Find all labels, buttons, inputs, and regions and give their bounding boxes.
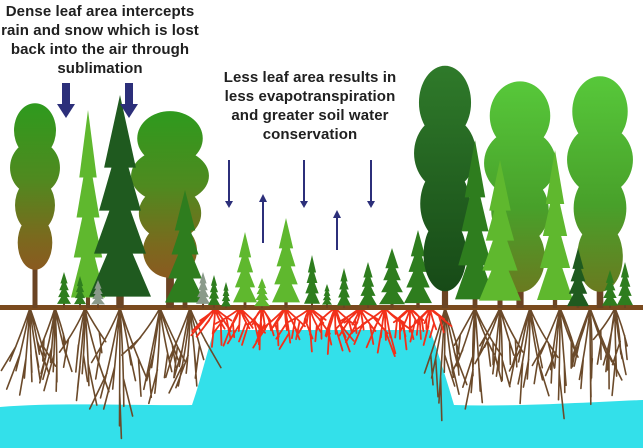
root-system-icon — [508, 307, 559, 405]
forest-trees — [10, 65, 633, 308]
down-arrow-icon — [120, 83, 138, 118]
conifer-tree-icon — [337, 268, 351, 306]
root-systems — [0, 307, 628, 440]
conifer-tree-icon — [322, 284, 332, 305]
conifer-tree-icon — [208, 275, 220, 305]
conifer-tree-icon — [91, 280, 105, 305]
root-system-icon — [252, 307, 306, 350]
conifer-tree-icon — [567, 248, 589, 307]
broadleaf-tree-icon — [567, 76, 633, 292]
conifer-tree-icon — [537, 150, 573, 300]
ground-surface-line — [0, 305, 643, 310]
caption-line: less evapotranspiration — [224, 88, 396, 105]
conifer-tree-icon — [359, 262, 377, 306]
conifer-tree-icon — [71, 110, 105, 298]
conifer-tree-icon — [479, 160, 521, 301]
conifer-tree-icon — [57, 272, 71, 304]
conifer-tree-icon — [221, 282, 231, 307]
down-arrow-icon — [225, 160, 233, 208]
root-system-icon — [409, 307, 453, 346]
conifer-tree-icon — [455, 140, 495, 300]
caption-line: Dense leaf area intercepts — [5, 3, 195, 20]
down-arrow-icon — [300, 160, 308, 208]
broadleaf-tree-icon — [414, 65, 476, 292]
dense-forest-caption: Dense leaf area intercepts rain and snow… — [0, 2, 200, 78]
conifer-tree-icon — [404, 230, 432, 304]
root-system-icon — [0, 307, 57, 396]
root-system-icon — [392, 307, 425, 351]
thinned-forest-roots — [190, 307, 453, 357]
root-system-icon — [190, 307, 233, 348]
conifer-tree-icon — [254, 278, 270, 307]
conifer-tree-icon — [379, 248, 405, 305]
broadleaf-tree-icon — [10, 103, 60, 270]
root-system-icon — [531, 307, 579, 420]
root-system-icon — [451, 307, 503, 410]
root-system-icon — [88, 307, 148, 440]
caption-line: rain and snow which is lost — [1, 22, 199, 39]
root-system-icon — [286, 307, 331, 353]
down-arrow-icon — [57, 83, 75, 118]
root-system-icon — [570, 307, 623, 406]
root-system-icon — [38, 307, 73, 392]
root-system-icon — [474, 307, 524, 388]
conifer-tree-icon — [617, 262, 633, 306]
root-system-icon — [592, 307, 628, 397]
thinned-forest-caption: Less leaf area results in less evapotran… — [200, 68, 420, 144]
caption-line: sublimation — [57, 60, 143, 77]
conifer-tree-icon — [196, 272, 210, 304]
root-system-icon — [165, 307, 222, 394]
caption-line: and greater soil water — [231, 107, 389, 124]
conifer-tree-icon — [304, 255, 320, 304]
conifer-tree-icon — [165, 190, 205, 303]
root-system-icon — [351, 307, 412, 357]
soil-water-area — [0, 330, 643, 448]
caption-line: back into the air through — [10, 41, 190, 58]
conifer-tree-icon — [89, 95, 151, 297]
up-arrow-icon — [333, 210, 341, 250]
up-arrow-icon — [259, 194, 267, 243]
root-system-icon — [121, 307, 186, 405]
conifer-tree-icon — [74, 276, 86, 305]
root-system-icon — [58, 307, 110, 406]
root-system-icon — [212, 307, 266, 347]
root-system-icon — [423, 307, 468, 422]
conifer-tree-icon — [233, 232, 257, 303]
caption-line: conservation — [262, 126, 358, 143]
process-arrows — [57, 83, 375, 250]
conifer-tree-icon — [602, 270, 618, 306]
conifer-tree-icon — [272, 218, 300, 303]
root-system-icon — [315, 307, 356, 355]
down-arrow-icon — [367, 160, 375, 208]
caption-line: Less leaf area results in — [223, 69, 397, 86]
